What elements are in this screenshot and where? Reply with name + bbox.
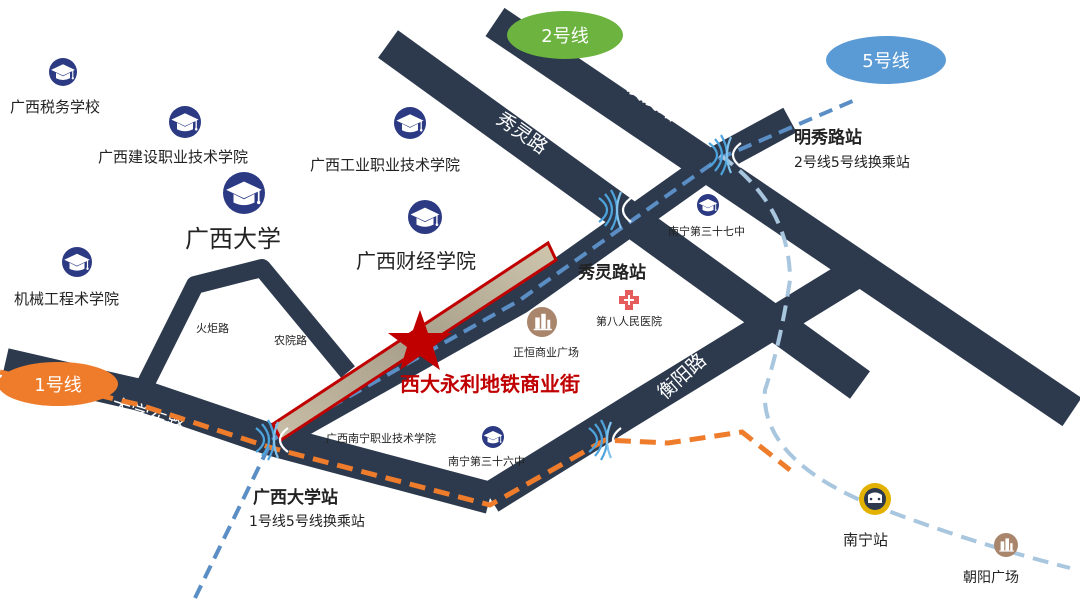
railway-station-icon bbox=[859, 483, 891, 515]
school-label-school36: 南宁第三十六中 bbox=[448, 454, 525, 468]
school-label-jixie: 机械工程术学院 bbox=[14, 290, 119, 308]
station-icon-xiuling bbox=[598, 189, 632, 231]
school-label-school37: 南宁第三十七中 bbox=[668, 224, 745, 238]
mall-icon-zhengheng bbox=[527, 307, 557, 337]
hospital-icon bbox=[619, 290, 639, 310]
school-label-gongye: 广西工业职业技术学院 bbox=[310, 156, 460, 174]
school-icon bbox=[62, 247, 92, 277]
hospital-label: 第八人民医院 bbox=[596, 314, 662, 328]
line-badge-2: 2号线 bbox=[507, 11, 623, 59]
line-badge-1: 1号线 bbox=[0, 362, 118, 406]
school-label-jianshe: 广西建设职业技术学院 bbox=[98, 148, 248, 166]
road-youai bbox=[485, 7, 1080, 427]
road-hengyang-lower bbox=[481, 256, 869, 512]
school-label-gxu: 广西大学 bbox=[185, 225, 281, 253]
station-icon-guangxidaxue bbox=[255, 419, 289, 461]
commercial-street: 西大永利地铁商业街 bbox=[271, 240, 580, 443]
school-icon bbox=[49, 58, 77, 86]
school-icon bbox=[394, 107, 426, 139]
road-label-nongyuan: 农院路 bbox=[274, 333, 307, 347]
station-name-mingxiu: 明秀路站 bbox=[794, 127, 862, 148]
station-name-xiuling: 秀灵路站 bbox=[577, 262, 646, 283]
station-labels: 明秀路站 2号线5号线换乘站 秀灵路站 广西大学站 1号线5号线换乘站 南宁站 bbox=[249, 127, 910, 549]
line1-route bbox=[0, 369, 792, 508]
chaoyang-label: 朝阳广场 bbox=[963, 570, 1019, 586]
station-symbols bbox=[255, 134, 742, 461]
line-badge-5: 5号线 bbox=[826, 36, 946, 84]
school-icon bbox=[482, 426, 504, 448]
school-label-caijing: 广西财经学院 bbox=[356, 249, 476, 273]
road-huoju bbox=[131, 259, 355, 400]
commercial-street-title: 西大永利地铁商业街 bbox=[400, 372, 580, 396]
road-label-huoju: 火炬路 bbox=[196, 322, 229, 335]
school-label-nanningzhiye: 广西南宁职业技术学院 bbox=[326, 431, 436, 445]
line-badge-5-label: 5号线 bbox=[862, 51, 909, 72]
station-name-guangxidaxue: 广西大学站 bbox=[253, 487, 338, 508]
school-icons bbox=[49, 58, 719, 448]
station-note-mingxiu: 2号线5号线换乘站 bbox=[794, 154, 910, 171]
school-icon bbox=[223, 172, 265, 214]
station-name-nanning: 南宁站 bbox=[843, 531, 888, 549]
mall-icon-chaoyang bbox=[994, 533, 1018, 557]
school-icon bbox=[697, 194, 719, 216]
school-label-shuiwu: 广西税务学校 bbox=[10, 98, 100, 116]
line-badge-2-label: 2号线 bbox=[541, 26, 588, 47]
station-icon-mingxiu bbox=[708, 134, 742, 176]
school-icon bbox=[408, 200, 442, 234]
zhengheng-label: 正恒商业广场 bbox=[513, 345, 579, 359]
line5-route bbox=[193, 98, 856, 599]
star-icon bbox=[388, 310, 452, 370]
station-note-guangxidaxue: 1号线5号线换乘站 bbox=[249, 513, 365, 530]
school-icon bbox=[169, 106, 201, 138]
small-road-labels: 火炬路 农院路 bbox=[196, 322, 307, 347]
station-icon-hengyang bbox=[588, 419, 622, 461]
line-badge-1-label: 1号线 bbox=[34, 375, 81, 396]
line2-route bbox=[718, 153, 1071, 570]
school-labels: 广西税务学校 广西建设职业技术学院 广西工业职业技术学院 广西大学 广西财经学院… bbox=[10, 98, 745, 468]
